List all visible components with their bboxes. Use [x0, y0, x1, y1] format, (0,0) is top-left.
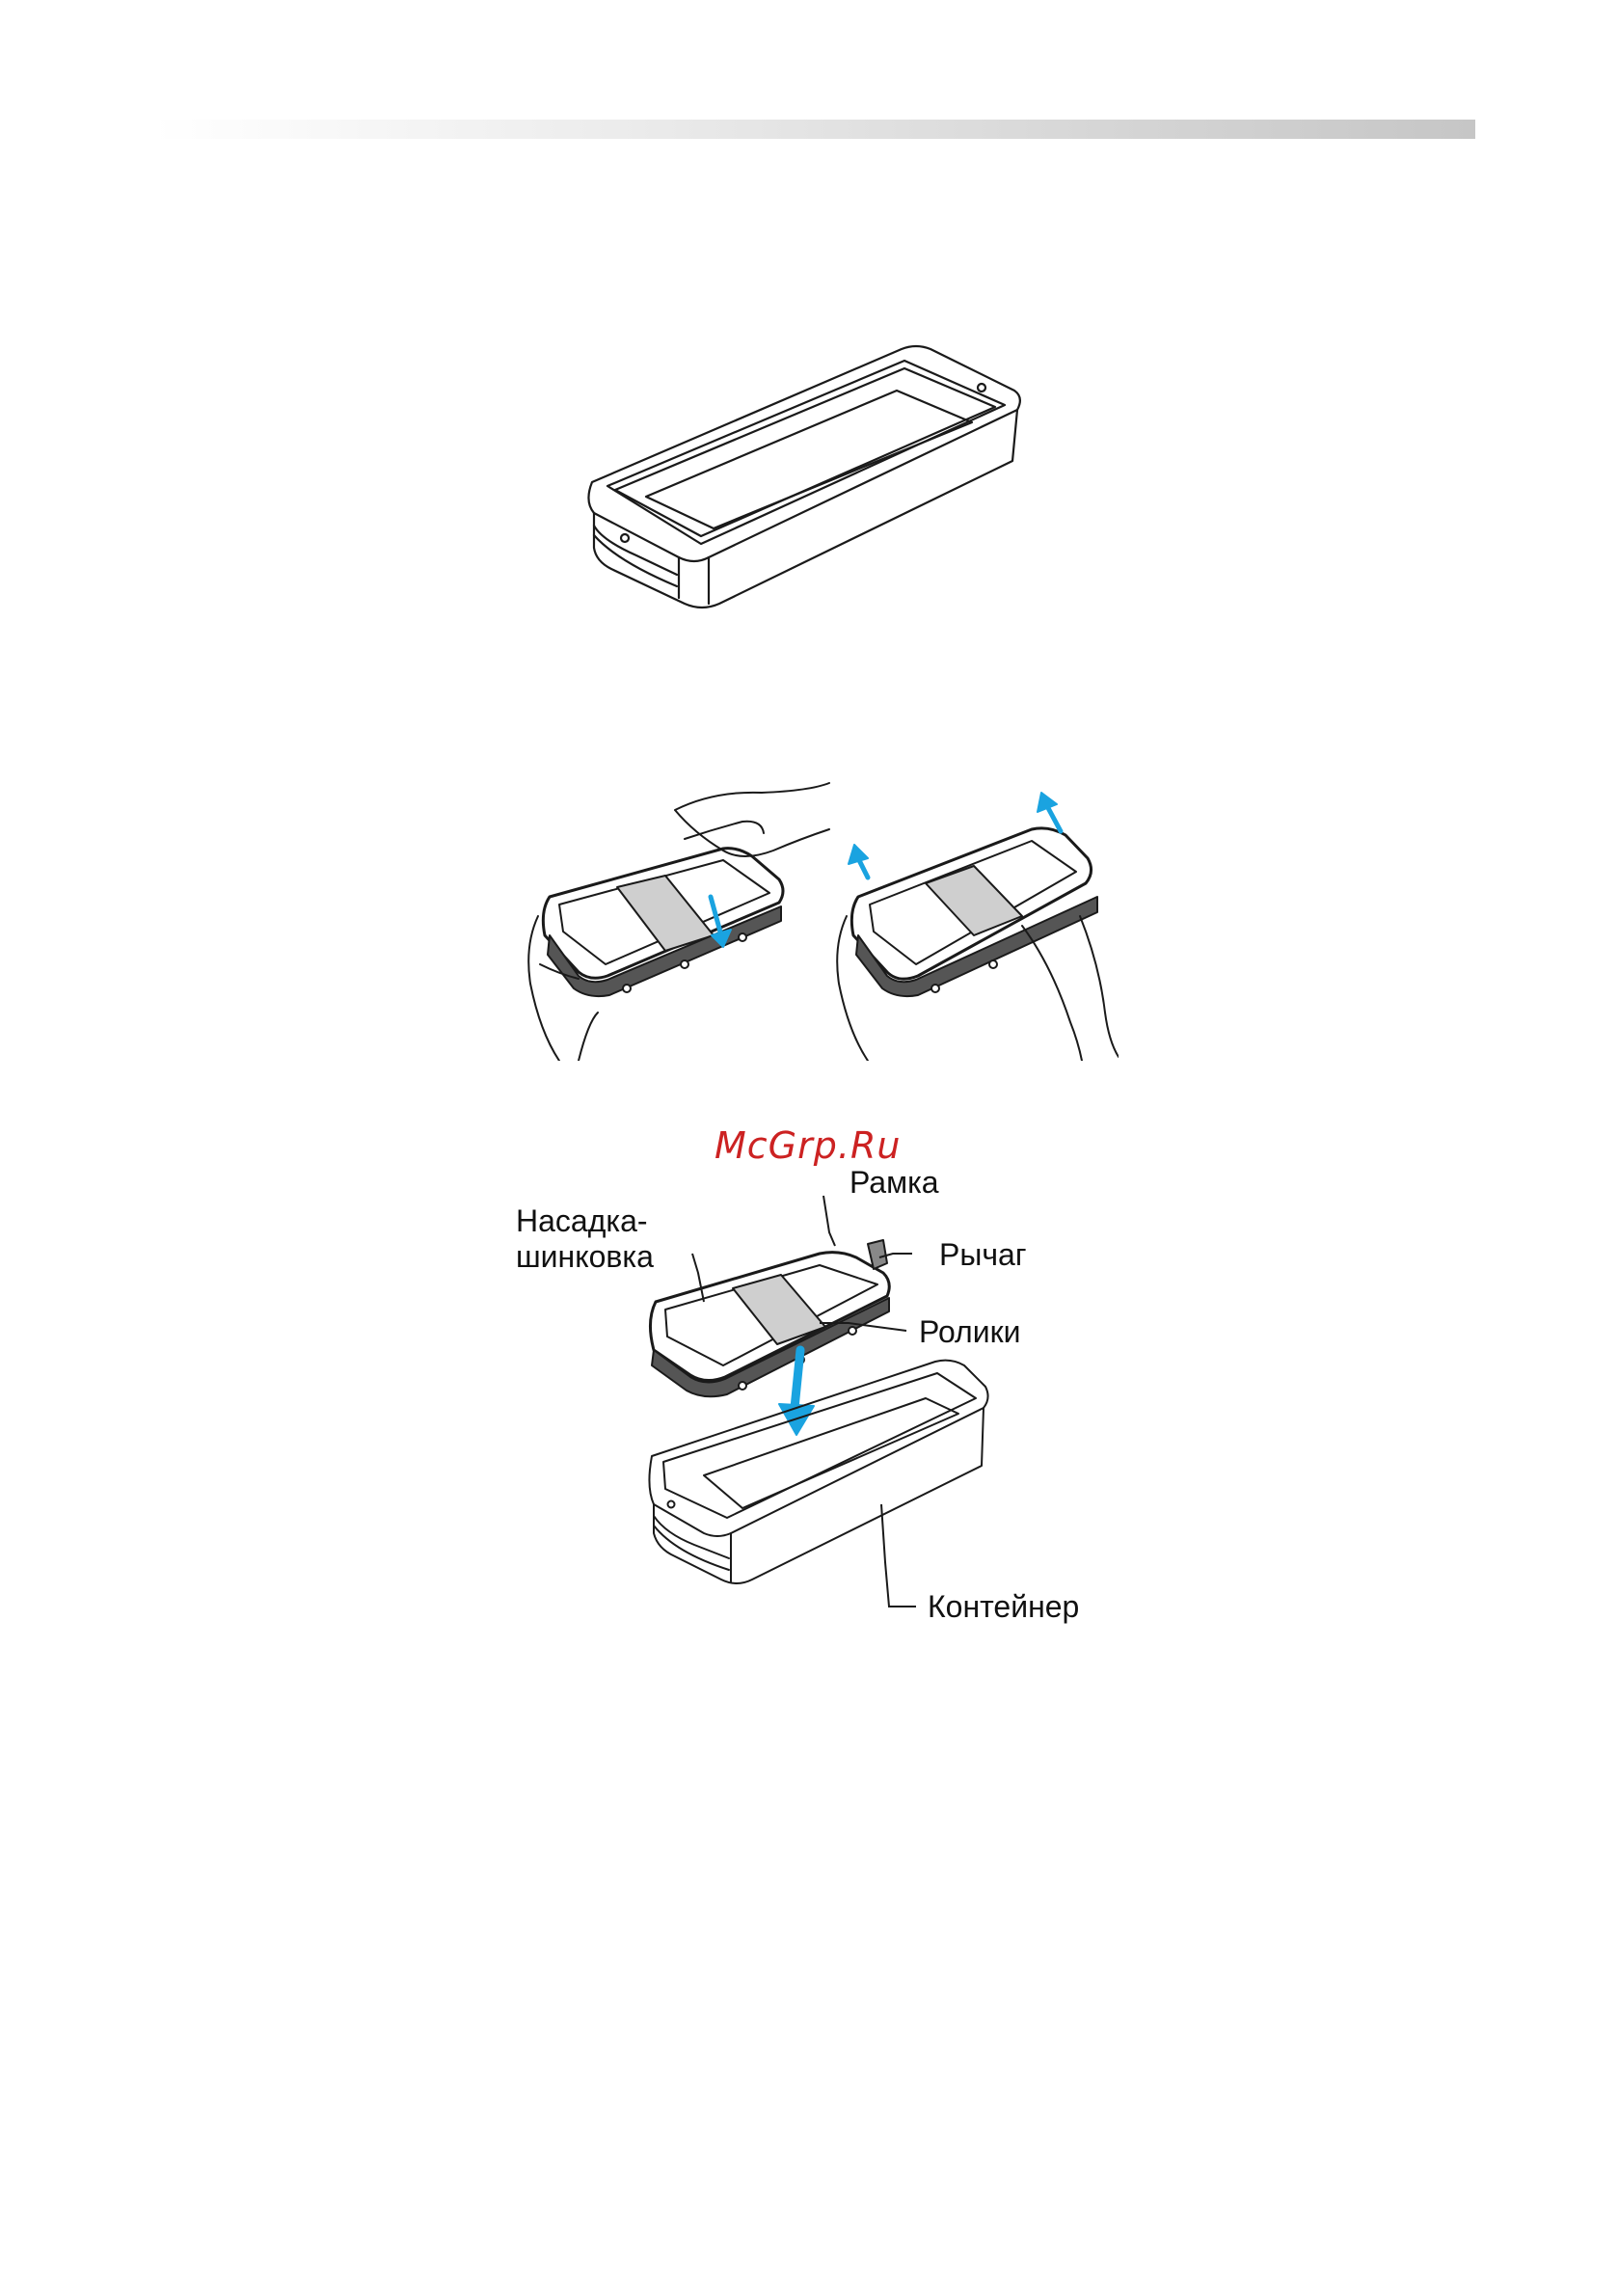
- label-container: Контейнер: [928, 1589, 1079, 1625]
- label-frame: Рамка: [849, 1165, 939, 1201]
- label-slicer-line2: шинковка: [516, 1239, 654, 1275]
- label-lever: Рычаг: [939, 1237, 1026, 1273]
- label-slicer-line1: Насадка-: [516, 1203, 648, 1239]
- label-rollers: Ролики: [919, 1314, 1020, 1350]
